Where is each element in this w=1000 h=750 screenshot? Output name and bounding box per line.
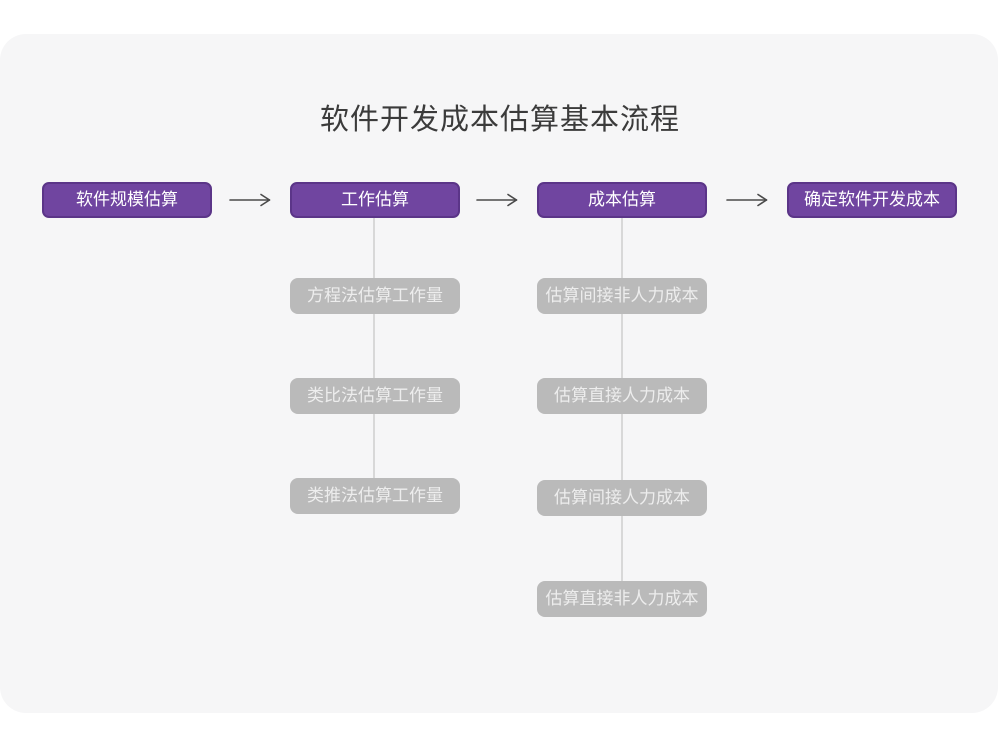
diagram-title: 软件开发成本估算基本流程 xyxy=(319,104,680,136)
node-extrapolation-method: 类推法估算工作量 xyxy=(290,478,460,514)
node-indirect-labor-cost: 估算间接人力成本 xyxy=(537,480,707,516)
node-final-development-cost: 确定软件开发成本 xyxy=(787,182,957,218)
node-analogy-method: 类比法估算工作量 xyxy=(290,378,460,414)
node-cost-estimation: 成本估算 xyxy=(537,182,707,218)
right-arrow-icon xyxy=(725,192,769,208)
node-direct-labor-cost: 估算直接人力成本 xyxy=(537,378,707,414)
node-equation-method: 方程法估算工作量 xyxy=(290,278,460,314)
right-arrow-icon xyxy=(228,192,272,208)
connector-line xyxy=(373,218,375,478)
node-scale-estimation: 软件规模估算 xyxy=(42,182,212,218)
right-arrow-icon xyxy=(475,192,519,208)
node-indirect-non-labor-cost: 估算间接非人力成本 xyxy=(537,278,707,314)
node-effort-estimation: 工作估算 xyxy=(290,182,460,218)
node-direct-non-labor-cost: 估算直接非人力成本 xyxy=(537,581,707,617)
flowchart-canvas xyxy=(0,34,998,713)
